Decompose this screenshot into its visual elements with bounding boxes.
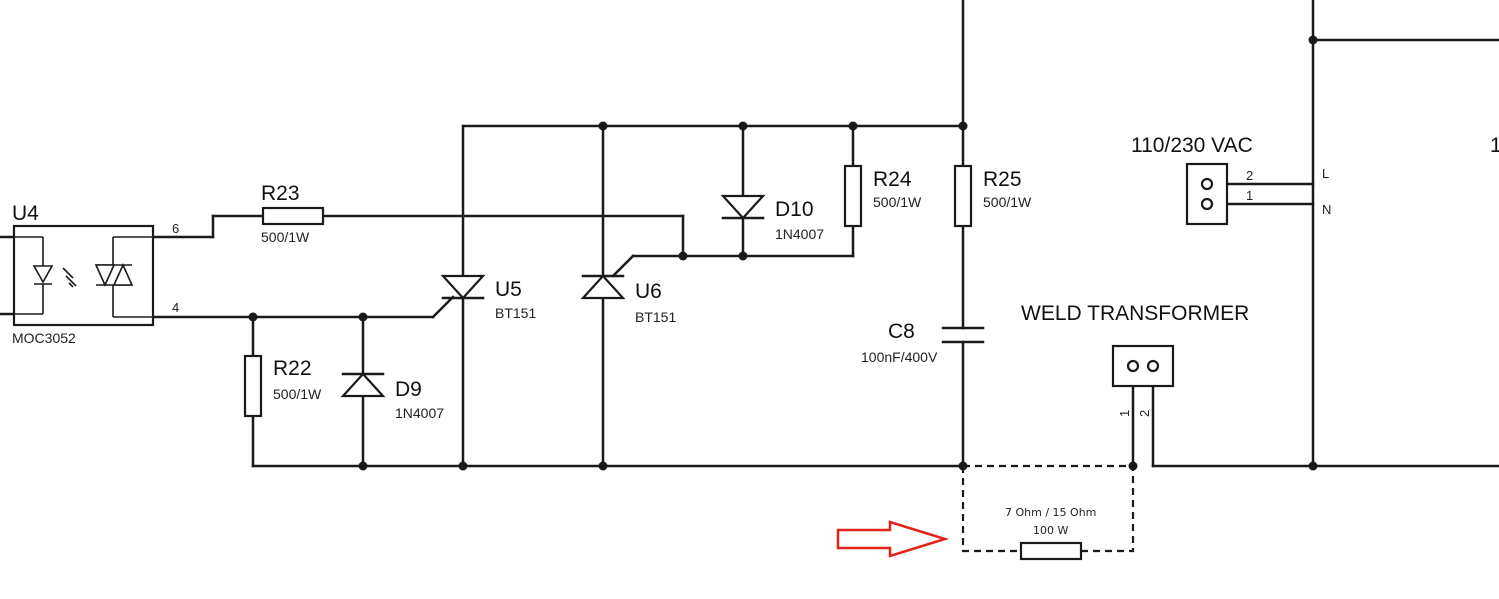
edge-text: 1 — [1490, 134, 1499, 157]
r23-ref: R23 — [261, 182, 300, 205]
d9-ref: D9 — [395, 378, 422, 401]
weld-pin-2: 2 — [1137, 410, 1152, 417]
u6-part: BT151 — [635, 309, 676, 325]
weld-transformer-connector — [1111, 344, 1175, 388]
d9-diode — [340, 372, 386, 398]
d10-part: 1N4007 — [775, 226, 824, 242]
r25-ref: R25 — [983, 168, 1022, 191]
u5-part: BT151 — [495, 305, 536, 321]
mains-connector — [1185, 162, 1229, 226]
u4-pin-4: 4 — [172, 300, 179, 315]
r24-ref: R24 — [873, 168, 912, 191]
r23-value: 500/1W — [261, 229, 310, 245]
load-resistance: 7 Ohm / 15 Ohm — [1005, 506, 1096, 519]
r22-resistor — [243, 354, 263, 418]
r24-value: 500/1W — [873, 194, 922, 210]
u6-ref: U6 — [635, 280, 662, 303]
junction-dots — [248, 35, 1318, 471]
r25-value: 500/1W — [983, 194, 1032, 210]
load-resistor — [1019, 541, 1083, 561]
u4-part: MOC3052 — [12, 330, 76, 346]
mains-pin-1: 1 — [1246, 188, 1253, 203]
d10-diode — [720, 194, 766, 220]
wires — [0, 0, 1499, 468]
u6-thyristor — [580, 274, 626, 300]
dummy-load — [961, 464, 1135, 561]
d9-part: 1N4007 — [395, 405, 444, 421]
u5-thyristor — [440, 274, 486, 300]
r22-ref: R22 — [273, 357, 312, 380]
c8-value: 100nF/400V — [861, 349, 938, 365]
weld-label: WELD TRANSFORMER — [1021, 302, 1249, 325]
mains-line-label: L — [1322, 166, 1329, 181]
c8-capacitor — [941, 326, 985, 344]
weld-pin-1: 1 — [1117, 410, 1132, 417]
mains-neutral-label: N — [1322, 202, 1331, 217]
highlight-arrow-icon — [836, 520, 950, 558]
mains-pin-2: 2 — [1246, 168, 1253, 183]
r22-value: 500/1W — [273, 386, 322, 402]
u5-ref: U5 — [495, 278, 522, 301]
load-power: 100 W — [1033, 524, 1068, 537]
r24-resistor — [843, 164, 863, 228]
r25-resistor — [953, 164, 973, 228]
d10-ref: D10 — [775, 198, 814, 221]
u4-pin-6: 6 — [172, 221, 179, 236]
mains-label: 110/230 VAC — [1131, 134, 1253, 157]
optocoupler-u4 — [12, 224, 155, 327]
c8-ref: C8 — [888, 320, 915, 343]
u4-ref: U4 — [12, 202, 39, 225]
r23-resistor — [261, 206, 325, 226]
